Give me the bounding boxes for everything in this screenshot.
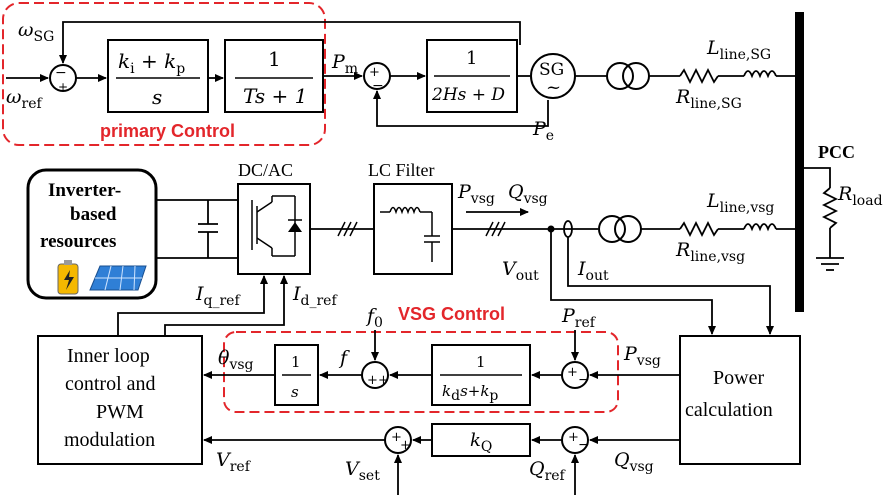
vsg-transformer-primary <box>598 215 626 243</box>
l-line-vsg-label: Lline,vsg <box>706 190 774 216</box>
three-phase-mark <box>485 221 494 237</box>
integrator-denominator: s <box>291 383 299 401</box>
plus-sign: + <box>58 80 68 94</box>
pi-denominator: s <box>152 85 162 109</box>
v-out-label: Vout <box>502 258 539 284</box>
plus-sign: + <box>378 373 389 388</box>
q-vsg-label: Qvsg <box>614 449 654 475</box>
dcac-label: DC/AC <box>238 160 293 180</box>
inner-loop-line1: Inner loop <box>67 345 150 367</box>
inner-loop-line3: PWM <box>96 401 144 423</box>
lc-filter-label: LC Filter <box>368 160 435 180</box>
pe-feedback-wire <box>373 90 549 127</box>
sg-line-resistor <box>679 67 719 85</box>
minus-sign: − <box>578 437 590 453</box>
p-vsg-label: Pvsg <box>623 343 661 369</box>
theta-vsg-label: θvsg <box>218 347 254 373</box>
primary-control-label: primary Control <box>100 121 235 141</box>
lag-denominator: Ts + 1 <box>243 84 307 108</box>
power-calc-line1: Power <box>713 367 764 389</box>
q-vsg-top-label: Qvsg <box>508 181 548 207</box>
integrator-numerator: 1 <box>291 353 301 371</box>
power-calc-line2: calculation <box>685 399 773 421</box>
l-line-sg-label: Lline,SG <box>706 37 771 63</box>
three-phase-mark <box>491 221 500 237</box>
r-line-sg-label: Rline,SG <box>675 86 742 112</box>
id-ref-label: Id_ref <box>292 283 338 309</box>
vsg-control-label: VSG Control <box>398 304 505 324</box>
minus-sign: − <box>578 372 590 388</box>
v-ref-label: Vref <box>216 449 252 475</box>
sg-tilde: ~ <box>546 77 561 98</box>
omega-sg-feedback-wire <box>59 21 521 64</box>
minus-sign: − <box>372 78 384 94</box>
omega-ref-label: ωref <box>6 86 43 112</box>
f0-label: f0 <box>365 305 383 331</box>
battery-icon <box>57 260 79 295</box>
v-set-label: Vset <box>345 458 380 484</box>
r-line-vsg-label: Rline,vsg <box>675 239 745 265</box>
sg-transformer-primary <box>606 62 634 90</box>
sg-line-inductor <box>743 70 777 79</box>
lc-filter-icon <box>380 206 440 262</box>
load-wire <box>804 167 831 188</box>
pi-numerator: ki + kp <box>118 49 185 77</box>
solar-panel-icon <box>89 265 147 291</box>
pm-label: Pm <box>331 51 358 77</box>
f-label: f <box>338 347 350 369</box>
three-phase-mark <box>343 221 352 237</box>
iq-ref-wire <box>117 275 268 336</box>
plus-sign: + <box>400 438 411 453</box>
vsg-droop-numerator: 1 <box>476 353 486 371</box>
lc-filter-block <box>373 183 453 275</box>
three-phase-mark <box>349 221 358 237</box>
lag-block <box>224 39 324 113</box>
inverter-label-line2: based <box>70 204 117 225</box>
p-vsg-top-label: Pvsg <box>457 181 495 207</box>
primary-control-region <box>2 2 326 146</box>
pe-label: Pe <box>532 118 554 144</box>
vsg-droop-denominator: kds+kp <box>442 382 498 404</box>
plus-sign: + <box>391 430 402 445</box>
i-out-label: Iout <box>577 258 609 284</box>
minus-sign: − <box>55 65 67 81</box>
inverter-label-line3: resources <box>40 231 116 252</box>
three-phase-mark <box>337 221 346 237</box>
kq-label: kQ <box>470 430 492 455</box>
power-calculation-block <box>679 335 801 465</box>
swing-denominator: 2Hs + D <box>431 85 505 105</box>
vsg-control-region <box>223 331 619 413</box>
igbt-switch-icon <box>251 195 302 257</box>
plus-sign: + <box>369 65 380 80</box>
p-ref-label: Pref <box>561 305 597 331</box>
v-out-measurement-wire <box>550 229 716 335</box>
pcc-bus <box>795 12 804 312</box>
omega-sg-label: ωSG <box>18 19 54 45</box>
id-ref-wire <box>164 275 288 336</box>
plus-sign: + <box>568 430 579 445</box>
inner-loop-line4: modulation <box>64 429 155 451</box>
q-ref-label: Qref <box>529 458 567 484</box>
plus-sign: + <box>367 373 378 388</box>
plus-sign: + <box>567 365 578 380</box>
inner-loop-block <box>37 335 203 465</box>
vsg-line-resistor <box>679 220 719 238</box>
i-out-measurement-wire <box>567 237 774 335</box>
vsg-line-inductor <box>743 223 777 232</box>
swing-numerator: 1 <box>466 48 477 69</box>
sg-label: SG <box>539 60 564 80</box>
pi-controller-block <box>107 39 209 113</box>
load-resistor <box>821 187 839 229</box>
lag-numerator: 1 <box>268 47 281 71</box>
inverter-label-line1: Inverter- <box>48 180 121 201</box>
three-phase-mark <box>497 221 506 237</box>
iq-ref-label: Iq_ref <box>195 283 241 309</box>
r-load-label: Rload <box>837 183 883 209</box>
pcc-label: PCC <box>818 142 855 162</box>
inner-loop-line2: control and <box>65 373 156 395</box>
